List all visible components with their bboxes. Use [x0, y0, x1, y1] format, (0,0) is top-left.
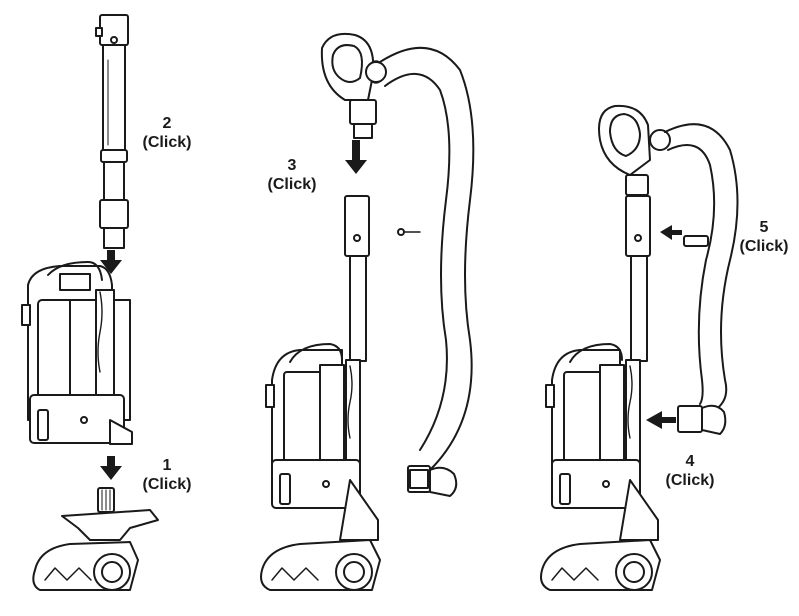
- panel-1-exploded-parts: [21, 14, 159, 591]
- hose-part: [379, 46, 475, 497]
- arrow-down-icon: [100, 250, 122, 274]
- step-number: 4: [685, 453, 695, 470]
- step-action: (Click): [142, 476, 192, 493]
- panel-2-handle-attach: [260, 32, 475, 591]
- step-action: (Click): [267, 176, 317, 193]
- step-label-5: 5 (Click): [724, 218, 799, 256]
- step-number: 2: [162, 115, 172, 132]
- arrow-down-icon: [100, 456, 122, 480]
- step-label-3: 3 (Click): [252, 156, 332, 194]
- hose-part: [664, 123, 739, 435]
- arrow-down-icon: [345, 140, 367, 174]
- upright-assembly: [260, 195, 381, 591]
- arrow-left-icon: [660, 225, 682, 240]
- step-label-1: 1 (Click): [127, 456, 207, 494]
- handle-grip-part: [320, 32, 387, 139]
- step-action: (Click): [739, 238, 789, 255]
- step-label-2: 2 (Click): [127, 114, 207, 152]
- upright-assembly: [540, 195, 661, 591]
- step-label-4: 4 (Click): [650, 452, 730, 490]
- step-number: 5: [759, 219, 769, 236]
- wand-part: [95, 14, 129, 249]
- step-action: (Click): [142, 134, 192, 151]
- step-action: (Click): [665, 472, 715, 489]
- arrow-left-icon: [646, 411, 676, 429]
- floor-nozzle-part: [32, 487, 159, 591]
- step-number: 1: [162, 457, 172, 474]
- panel-3-hose-connect: [540, 104, 739, 591]
- step-number: 3: [287, 157, 297, 174]
- pod-canister-part: [21, 261, 133, 445]
- handle-grip-part: [598, 104, 671, 196]
